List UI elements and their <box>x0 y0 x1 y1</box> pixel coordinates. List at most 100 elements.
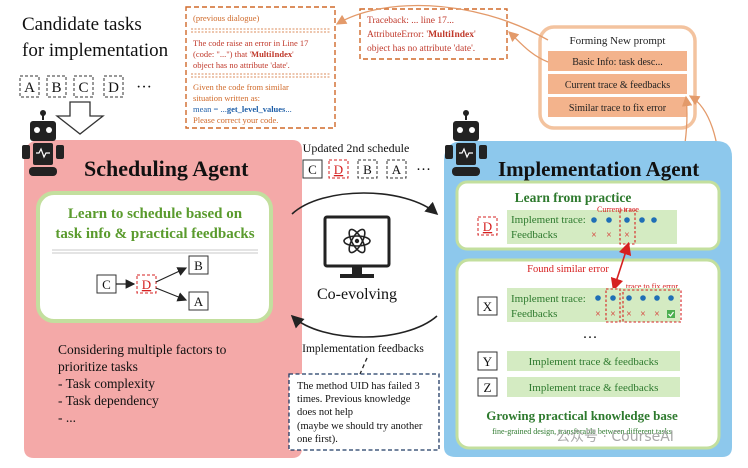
implementation-title: Implementation Agent <box>498 157 699 181</box>
found-similar-error-label: Found similar error <box>527 264 609 275</box>
scheduling-inner-title-line1: Learn to schedule based on <box>68 206 243 222</box>
scheduling-agent: Scheduling Agent Learn to schedule based… <box>22 110 302 458</box>
previous-dialogue-box: (previous dialogue) The code raise an er… <box>185 6 336 129</box>
current-trace-dots: × × × <box>591 217 657 241</box>
traceback-line2-bold: MultiIndex <box>428 30 474 40</box>
similar-error-link <box>610 241 632 292</box>
feedback-note-line5: one first). <box>297 434 338 445</box>
schedule-node-b: B <box>188 255 209 275</box>
feedback-note-box: The method UID has failed 3 times. Previ… <box>288 373 440 451</box>
schedule-task-b: B <box>357 159 378 179</box>
schedule-task-d: D <box>328 159 349 179</box>
kb-subtitle: fine-grained design, transferable betwee… <box>492 427 672 436</box>
prompt-title: Forming New prompt <box>570 35 666 47</box>
feedback-note-line2: times. Previous knowledge <box>297 394 411 405</box>
robot-icon <box>445 110 487 176</box>
dialogue-line6-post: ... <box>285 104 291 114</box>
svg-text:Similar trace to fix error: Similar trace to fix error <box>569 103 667 114</box>
feedback-note-line1: The method UID has failed 3 <box>297 381 420 392</box>
kb-task-x: X <box>477 296 498 316</box>
learn-from-practice-title: Learn from practice <box>515 190 632 205</box>
svg-text:×: × <box>640 309 646 320</box>
svg-text:Current trace & feedbacks: Current trace & feedbacks <box>565 80 670 91</box>
robot-icon <box>22 110 64 176</box>
schedule-ellipsis: ··· <box>416 162 431 178</box>
dialogue-line4: Given the code from similar <box>193 82 289 92</box>
scheduling-factor-line5: - ... <box>58 410 76 425</box>
svg-text:Z: Z <box>484 380 492 395</box>
traceback-line3: object has no attribute 'date'. <box>367 44 475 54</box>
arrow-prompt-to-traceback <box>508 31 549 63</box>
down-arrow-icon <box>55 101 105 135</box>
candidate-task-c: C <box>73 75 94 98</box>
feedback-note-line3: does not help <box>297 407 353 418</box>
svg-text:×: × <box>591 230 597 241</box>
current-trace-label: Current trace <box>597 205 639 214</box>
traceback-box: Traceback: ... line 17... AttributeError… <box>359 8 508 60</box>
svg-text:AttributeError: 'MultiIndex': AttributeError: 'MultiIndex' <box>367 30 476 40</box>
svg-text:×: × <box>606 230 612 241</box>
dialogue-line2-post: ' <box>292 49 294 59</box>
prompt-item-basic-info: Basic Info: task desc... <box>548 51 687 71</box>
dialogue-line6-bold: get_level_values <box>227 104 286 114</box>
scheduling-factor-line3: - Task complexity <box>58 376 155 391</box>
candidate-task-b: B <box>46 75 67 98</box>
svg-text:(code: "...") that 'MultiIndex: (code: "...") that 'MultiIndex' <box>193 49 294 59</box>
candidate-ellipsis: ··· <box>136 79 152 96</box>
svg-text:mean = ...get_level_values...: mean = ...get_level_values... <box>193 104 292 114</box>
candidate-title-line1: Candidate tasks <box>22 14 142 35</box>
schedule-task-c: C <box>302 159 323 179</box>
svg-text:D: D <box>142 277 151 292</box>
dialogue-header: (previous dialogue) <box>193 13 259 23</box>
candidate-tasks: Candidate tasks for implementation A B C… <box>19 14 169 135</box>
implementation-agent: Implementation Agent Learn from practice… <box>444 110 732 457</box>
svg-text:B: B <box>51 80 61 96</box>
svg-text:A: A <box>194 294 204 309</box>
updated-schedule-label: Updated 2nd schedule <box>303 141 410 155</box>
kb-z-trace-label: Implement trace & feedbacks <box>529 382 659 394</box>
current-task-d: D <box>477 216 498 236</box>
center-coevolving: Updated 2nd schedule C D B A ··· <box>288 141 440 451</box>
svg-text:×: × <box>610 309 616 320</box>
schedule-task-a: A <box>386 159 407 179</box>
feedback-note-line4: (maybe we should try another <box>297 421 423 432</box>
dialogue-line6-pre: mean = ... <box>193 104 227 114</box>
traceback-line1: Traceback: ... line 17... <box>367 16 454 26</box>
arrow-to-scheduling <box>290 314 438 338</box>
traceback-line2-pre: AttributeError: ' <box>367 30 428 40</box>
svg-text:D: D <box>483 219 492 234</box>
arrow-prompt-to-dialogue <box>335 4 549 41</box>
svg-text:Basic Info: task desc...: Basic Info: task desc... <box>572 57 663 68</box>
kb-task-y: Y <box>477 351 498 371</box>
dialogue-line7: Please correct your code. <box>193 115 278 125</box>
scheduling-factor-line4: - Task dependency <box>58 393 159 408</box>
dialogue-line1: The code raise an error in Line 17 <box>193 38 308 48</box>
kb-ellipsis: ··· <box>583 330 598 346</box>
coevolving-label: Co-evolving <box>317 286 397 303</box>
svg-text:×: × <box>595 309 601 320</box>
monitor-atom-icon <box>323 215 391 278</box>
svg-text:×: × <box>654 309 660 320</box>
traceback-line2-post: ' <box>474 30 476 40</box>
svg-text:A: A <box>392 162 402 177</box>
candidate-task-d: D <box>103 75 124 98</box>
schedule-node-a: A <box>188 291 209 311</box>
arrow-to-implementation <box>291 192 439 216</box>
scheduling-title: Scheduling Agent <box>84 156 249 181</box>
dialogue-line2-pre: (code: "...") that ' <box>193 49 252 59</box>
dialogue-line2-bold: MultiIndex <box>251 49 293 59</box>
scheduling-factor-line2: prioritize tasks <box>58 359 138 374</box>
svg-text:B: B <box>194 258 203 273</box>
scheduling-factor-line1: Considering multiple factors to <box>58 342 227 357</box>
scheduling-inner-title-line2: task info & practical feedbacks <box>55 226 254 242</box>
svg-text:Y: Y <box>483 354 493 369</box>
prompt-item-current-trace: Current trace & feedbacks <box>548 74 687 94</box>
learn-feedbacks-label: Feedbacks <box>511 229 557 241</box>
learn-implement-trace-label: Implement trace: <box>511 214 586 226</box>
kb-task-z: Z <box>477 377 498 397</box>
svg-text:C: C <box>78 80 88 96</box>
kb-implement-trace-label: Implement trace: <box>511 293 586 305</box>
svg-text:×: × <box>624 230 630 241</box>
dialogue-line5: situation written as: <box>193 93 260 103</box>
